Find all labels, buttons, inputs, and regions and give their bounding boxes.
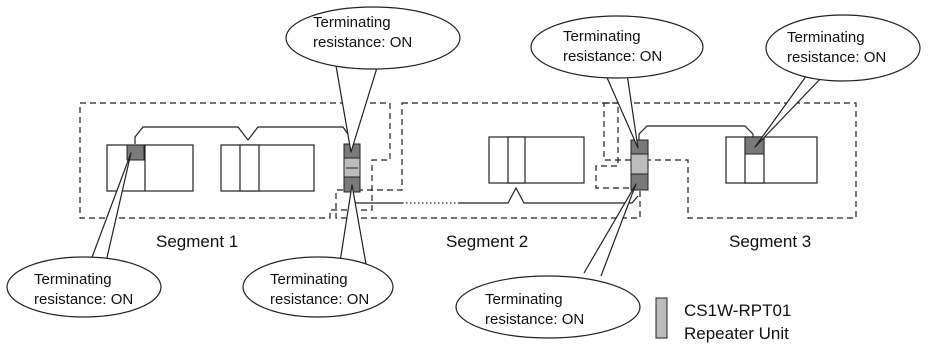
segment-1-boundary	[79, 102, 391, 219]
callout-4-line2: resistance: ON	[563, 48, 662, 65]
callout-3-bubble	[242, 256, 394, 318]
callout-6-line1: Terminating	[485, 291, 563, 308]
segment-2-cable-right	[458, 186, 639, 204]
segment-1-label: Segment 1	[156, 232, 238, 251]
node-4	[725, 136, 818, 184]
segment-1-cable	[134, 126, 351, 144]
terminator-node-1	[126, 144, 145, 161]
callout-5-line2: resistance: ON	[787, 49, 886, 66]
legend-line2: Repeater Unit	[684, 324, 789, 343]
segment-2-cable-left	[349, 195, 402, 204]
callout-1-line2: resistance: ON	[34, 291, 133, 308]
callout-6-line2: resistance: ON	[485, 311, 584, 328]
repeater-unit-2	[630, 139, 649, 191]
callout-2-line2: resistance: ON	[313, 34, 412, 51]
node-3	[488, 136, 585, 184]
callout-2-bubble	[285, 6, 461, 70]
callout-3-pointer	[339, 184, 367, 265]
callout-3-line1: Terminating	[270, 271, 348, 288]
segment-3-boundary	[603, 102, 857, 219]
legend-line1: CS1W-RPT01	[684, 301, 791, 320]
callout-4-pointer	[604, 72, 639, 149]
callout-2-line1: Terminating	[313, 14, 391, 31]
callout-5-line1: Terminating	[787, 29, 865, 46]
callout-1-line1: Terminating	[34, 271, 112, 288]
node-3-slot-a	[507, 136, 526, 184]
node-2-slot-a	[239, 144, 260, 192]
segment-2-label: Segment 2	[446, 232, 528, 251]
callout-3-line2: resistance: ON	[270, 291, 369, 308]
segment-3-label: Segment 3	[729, 232, 811, 251]
callout-6-bubble	[455, 275, 641, 339]
repeater-unit-1	[343, 143, 361, 193]
segment-3-cable	[638, 125, 754, 141]
callout-1-pointer	[87, 152, 132, 269]
callout-1-bubble	[6, 256, 162, 318]
legend-repeater-swatch	[655, 297, 668, 339]
callout-4-bubble	[530, 15, 704, 79]
callout-2-pointer	[334, 57, 381, 153]
callout-5-bubble	[765, 14, 921, 82]
callout-5-pointer	[754, 67, 824, 148]
callout-6-pointer	[583, 183, 637, 277]
callout-4-line1: Terminating	[563, 28, 641, 45]
node-2	[220, 144, 315, 192]
